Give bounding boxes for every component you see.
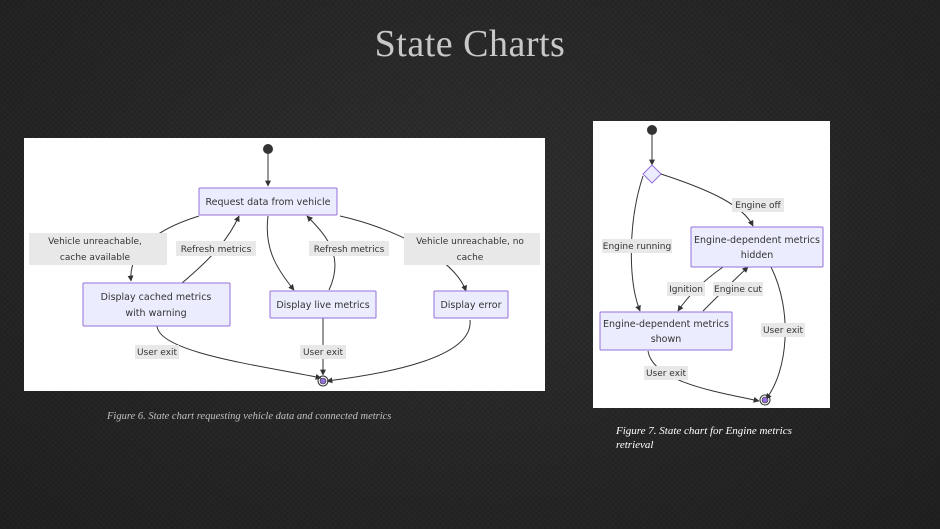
svg-text:User exit: User exit	[303, 348, 344, 358]
svg-text:Engine running: Engine running	[603, 242, 671, 252]
edge-label-refresh-left: Refresh metrics	[176, 241, 256, 256]
figure-6-diagram: Request data from vehicle Display cached…	[24, 138, 545, 391]
state-metrics-hidden: Engine-dependent metrics hidden	[690, 226, 824, 268]
svg-text:Request data from vehicle: Request data from vehicle	[206, 197, 331, 208]
svg-text:Engine-dependent metrics: Engine-dependent metrics	[603, 319, 729, 330]
svg-text:Display cached metrics: Display cached metrics	[101, 292, 212, 303]
svg-text:Vehicle unreachable,: Vehicle unreachable,	[48, 237, 142, 247]
svg-text:Vehicle unreachable, no: Vehicle unreachable, no	[416, 237, 524, 247]
state-metrics-shown: Engine-dependent metrics shown	[599, 311, 733, 351]
svg-text:cache available: cache available	[60, 253, 131, 263]
start-node	[263, 144, 273, 154]
svg-text:User exit: User exit	[646, 369, 687, 379]
state-display-cached: Display cached metrics with warning	[82, 282, 231, 327]
edge-label-unreachable-cache: Vehicle unreachable, cache available	[29, 233, 167, 265]
svg-text:User exit: User exit	[137, 348, 178, 358]
svg-text:Engine off: Engine off	[735, 201, 781, 211]
edge-label-user-exit-left: User exit	[644, 366, 688, 380]
edge-label-refresh-right: Refresh metrics	[309, 241, 389, 256]
svg-text:hidden: hidden	[741, 250, 774, 261]
svg-text:Refresh metrics: Refresh metrics	[181, 245, 252, 255]
edge-label-user-exit-mid: User exit	[300, 345, 346, 359]
svg-text:Display error: Display error	[440, 300, 501, 311]
start-node	[647, 125, 657, 135]
end-node	[759, 394, 771, 406]
svg-text:Engine cut: Engine cut	[714, 285, 762, 295]
figure-7-caption-line2: retrieval	[616, 439, 654, 451]
end-node	[317, 375, 329, 387]
state-request-data: Request data from vehicle	[198, 187, 338, 216]
edge-label-engine-running: Engine running	[602, 239, 672, 253]
svg-text:Display live metrics: Display live metrics	[276, 300, 369, 311]
choice-diamond	[642, 164, 662, 184]
svg-text:User exit: User exit	[763, 326, 804, 336]
figure-7-caption: Figure 7. State chart for Engine metrics…	[616, 424, 826, 452]
slide-title: State Charts	[374, 23, 566, 65]
svg-text:Refresh metrics: Refresh metrics	[314, 245, 385, 255]
figure-6-caption: Figure 6. State chart requesting vehicle…	[107, 411, 392, 422]
edge-label-engine-off: Engine off	[732, 198, 784, 212]
edge-label-ignition: Ignition	[667, 282, 705, 296]
edge-label-unreachable-no-cache: Vehicle unreachable, no cache	[404, 233, 540, 265]
svg-text:cache: cache	[457, 253, 484, 263]
svg-text:shown: shown	[651, 334, 682, 345]
edge-label-user-exit-left: User exit	[135, 345, 179, 359]
svg-text:with warning: with warning	[125, 308, 186, 319]
state-display-live: Display live metrics	[269, 290, 377, 319]
svg-text:Engine-dependent metrics: Engine-dependent metrics	[694, 235, 820, 246]
figure-7-caption-line1: Figure 7. State chart for Engine metrics	[616, 425, 792, 437]
edge-label-user-exit-right: User exit	[761, 323, 805, 337]
svg-text:Ignition: Ignition	[669, 285, 703, 295]
edge-label-engine-cut: Engine cut	[713, 282, 763, 296]
state-display-error: Display error	[433, 290, 509, 319]
figure-7-diagram: Engine-dependent metrics hidden Engine-d…	[593, 121, 830, 408]
